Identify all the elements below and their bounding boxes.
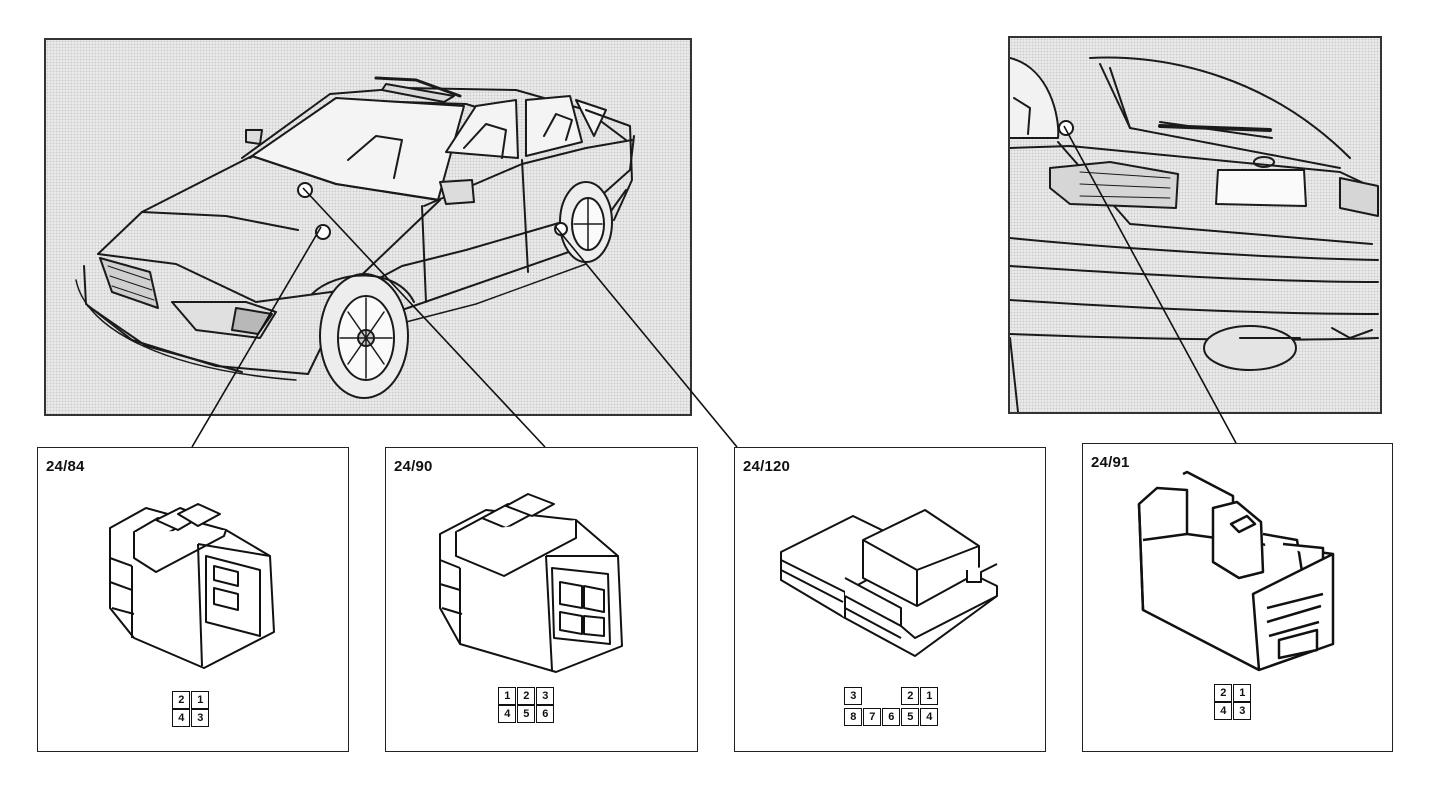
pin: 2 [901,687,920,706]
pin: 4 [498,704,517,723]
pin: 2 [1214,684,1233,703]
pin: 4 [172,708,191,727]
pin: 5 [901,707,920,726]
car-front-view [44,38,692,416]
6-pin-connector-icon [439,493,623,673]
connector-label: 24/84 [46,458,85,475]
pin: 2 [172,691,191,710]
car-rear-icon [1010,56,1379,412]
8-pin-connector-icon [780,509,998,657]
pin-layout: 2 1 4 3 [1214,684,1253,720]
pin: 6 [536,704,555,723]
pin: 1 [1233,684,1252,703]
pin: 3 [1233,701,1252,720]
pin-layout: 2 1 4 3 [172,691,211,727]
4-pin-connector-icon [109,503,275,669]
connector-panel-24-91: 24/91 2 1 4 3 [1082,443,1393,752]
pin-gap [882,687,900,705]
connector-panel-24-120: 24/120 3 2 1 8 7 6 5 4 [734,447,1046,752]
connector-panel-24-90: 24/90 1 2 3 4 5 6 [385,447,698,752]
pin-gap [863,687,881,705]
pin: 2 [517,687,536,706]
connector-label: 24/120 [743,458,791,475]
car-rear-view [1008,36,1382,414]
pin: 3 [844,687,863,706]
pin-layout: 1 2 3 4 5 6 [498,687,556,723]
pin: 4 [1214,701,1233,720]
pin: 3 [536,687,555,706]
pin-layout: 3 2 1 8 7 6 5 4 [844,687,940,726]
connector-label: 24/91 [1091,454,1130,471]
pin: 1 [920,687,939,706]
pin: 4 [920,707,939,726]
pin: 1 [498,687,517,706]
pin: 3 [191,708,210,727]
connector-panel-24-84: 24/84 2 1 4 3 [37,447,349,752]
4-pin-box-connector-icon [1137,470,1335,672]
pin: 5 [517,704,536,723]
car-front-three-quarter-icon [75,76,635,399]
pin: 1 [191,691,210,710]
pin: 7 [863,707,882,726]
pin: 6 [882,707,901,726]
connector-label: 24/90 [394,458,433,475]
pin: 8 [844,707,863,726]
